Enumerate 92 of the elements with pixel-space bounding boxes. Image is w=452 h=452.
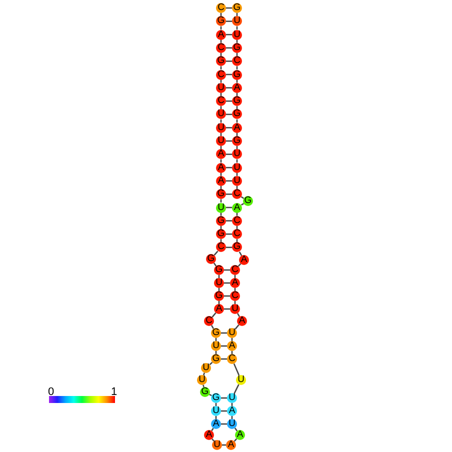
backbone-line: [214, 250, 218, 256]
nucleotide-circle: C: [216, 242, 226, 252]
nucleotide-circle: C: [204, 316, 214, 326]
base-pair-line: [226, 194, 232, 195]
nucleotide-circle: C: [232, 216, 242, 226]
nucleotide-circle: C: [216, 3, 226, 13]
nucleotide-circle: U: [214, 278, 224, 288]
nucleotide-circle: G: [216, 16, 226, 26]
nucleotide-circle: G: [216, 229, 226, 240]
nucleotide-circle: G: [211, 354, 221, 364]
backbone-line: [238, 251, 242, 256]
nucleotide-circle: G: [232, 109, 242, 120]
nucleotide-circle: C: [216, 42, 226, 53]
nucleotide-circle: A: [232, 82, 242, 93]
backbone-line: [202, 372, 206, 376]
nucleotide-circle: C: [216, 70, 226, 80]
base-pair-line: [226, 233, 232, 235]
scale-label: 1: [111, 386, 118, 398]
base-pair-line: [226, 154, 232, 155]
nucleotide-circle: G: [214, 291, 224, 301]
nucleotide-circle: G: [200, 387, 210, 397]
nucleotide-circle: A: [204, 430, 214, 440]
nucleotide-circle: A: [216, 30, 226, 40]
nucleotide-circle: G: [232, 96, 242, 106]
nucleotide-circle: A: [232, 202, 242, 212]
nucleotide-circle: U: [227, 419, 237, 429]
nucleotide-circle: A: [235, 430, 245, 440]
nucleotide-circle: U: [232, 176, 242, 186]
nucleotide-circle: A: [232, 122, 242, 133]
nucleotide-circle: G: [216, 216, 226, 226]
scale-label: 0: [48, 386, 54, 398]
nucleotide-circle: G: [211, 393, 221, 403]
nucleotide-circle: U: [232, 16, 242, 26]
nucleotide-circle: U: [230, 304, 240, 314]
nucleotide-circle: A: [216, 176, 226, 186]
nucleotide-circle: U: [216, 82, 226, 93]
nucleotide-circle: A: [214, 304, 224, 314]
nucleotide-circle: A: [227, 406, 237, 416]
nucleotide-circle: C: [232, 229, 242, 240]
nucleotide-circle: A: [227, 341, 237, 351]
nucleotide-circle: G: [232, 242, 242, 252]
nucleotide-circle: U: [227, 328, 237, 338]
base-pair-line: [226, 100, 232, 102]
backbone-line: [234, 324, 240, 330]
nucleotide-circle: G: [243, 196, 253, 206]
nucleotide-circle: A: [237, 316, 247, 326]
nucleotide-circle: U: [197, 375, 207, 385]
nucleotide-circle: A: [216, 162, 226, 173]
nucleotide-circle: A: [216, 149, 226, 160]
base-pair-line: [226, 34, 232, 36]
nucleotide-circle: G: [232, 42, 242, 53]
base-pair-line: [226, 20, 232, 22]
nucleotide-circle: U: [232, 30, 242, 40]
nucleotide-circle: C: [230, 291, 240, 301]
base-pair-line: [226, 60, 232, 62]
nucleotide-circle: G: [216, 56, 226, 66]
nucleotide-circle: U: [201, 363, 211, 373]
nucleotide-circle: G: [206, 254, 216, 264]
nucleotide-circle: U: [216, 122, 226, 133]
backbone-line: [233, 363, 240, 376]
backbone-line: [240, 202, 244, 206]
base-pair-line: [226, 166, 232, 168]
base-pair-line: [226, 87, 232, 88]
nucleotide-circle: C: [216, 96, 226, 106]
base-pair-line: [226, 220, 232, 222]
nucleotide-circle: G: [214, 265, 224, 275]
nucleotide-circle: U: [216, 109, 226, 120]
nucleotide-circle: G: [211, 328, 221, 338]
nucleotide-circle: A: [239, 255, 249, 265]
nucleotide-circle: A: [230, 278, 240, 288]
nucleotide-circle: C: [232, 56, 242, 66]
nucleotide-circle: U: [212, 440, 222, 450]
nucleotide-circle: U: [232, 162, 242, 173]
nucleotide-circle: A: [226, 440, 236, 450]
base-pair-line: [226, 127, 232, 128]
nucleotide-circle: C: [230, 265, 240, 275]
backbone-line: [212, 312, 216, 318]
nucleotide-circle: U: [216, 202, 226, 212]
nucleotide-circle: C: [227, 354, 237, 364]
nucleotide-circle: A: [211, 419, 221, 429]
nucleotide-circle: U: [227, 393, 237, 403]
nucleotide-circle: U: [232, 149, 242, 160]
nucleotide-circle: G: [232, 70, 242, 80]
nucleotide-circle: U: [236, 375, 246, 385]
nucleotide-circle: U: [216, 136, 226, 146]
nucleotide-circle: U: [211, 341, 221, 351]
nucleotide-circle: U: [211, 406, 221, 416]
backbone-line: [234, 384, 240, 394]
nucleotide-circle: G: [216, 189, 226, 200]
nucleotide-circle: G: [232, 3, 242, 13]
nucleotide-circle: C: [232, 189, 242, 200]
nucleotide-circle: G: [232, 136, 242, 146]
